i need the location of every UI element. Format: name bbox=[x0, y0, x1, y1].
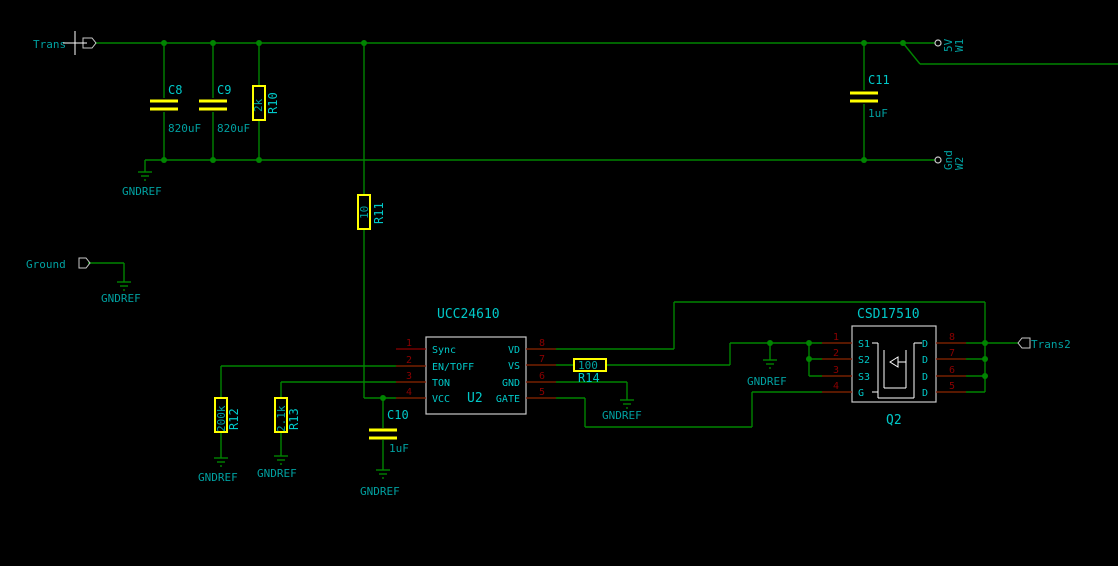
c9-value: 820uF bbox=[217, 122, 250, 135]
c8-ref: C8 bbox=[168, 83, 182, 97]
resistor-r10[interactable]: 2k R10 bbox=[252, 85, 280, 121]
gndref-symbol-5: GNDREF bbox=[360, 469, 400, 498]
gndref-label: GNDREF bbox=[257, 467, 297, 480]
junction-dots bbox=[161, 40, 988, 401]
q2-pin-name: D bbox=[922, 372, 928, 383]
resistor-r13[interactable]: 2.1k R13 bbox=[274, 397, 301, 433]
ic-u2[interactable]: UCC24610 1 2 3 4 Sync EN/TOFF TON VCC 8 … bbox=[396, 307, 556, 415]
r14-value: 100 bbox=[578, 359, 598, 372]
c11-ref: C11 bbox=[868, 73, 890, 87]
u2-pin-num: 5 bbox=[539, 387, 545, 398]
q2-title: CSD17510 bbox=[857, 307, 920, 322]
label-trans[interactable]: Trans bbox=[33, 31, 97, 55]
q2-pin-name: D bbox=[922, 339, 928, 350]
label-trans-text: Trans bbox=[33, 38, 66, 51]
r11-ref: R11 bbox=[372, 202, 386, 224]
u2-title: UCC24610 bbox=[437, 307, 500, 322]
u2-pin-num: 8 bbox=[539, 338, 545, 349]
gndref-label: GNDREF bbox=[747, 375, 787, 388]
top-rail-wires bbox=[95, 42, 1118, 399]
capacitor-c8[interactable]: C8 820uF bbox=[150, 83, 201, 135]
resistor-r12[interactable]: 200k R12 bbox=[214, 397, 241, 433]
gndref-symbol-4: GNDREF bbox=[257, 455, 297, 480]
w2-value: Gnd bbox=[942, 150, 955, 170]
u2-pin-name: VS bbox=[508, 361, 520, 372]
u2-ref: U2 bbox=[467, 391, 483, 406]
gndref-label: GNDREF bbox=[101, 292, 141, 305]
u2-pin-name: VD bbox=[508, 345, 520, 356]
gndref-label: GNDREF bbox=[602, 409, 642, 422]
u2-pin-num: 4 bbox=[406, 387, 412, 398]
u2-pin-num: 3 bbox=[406, 371, 412, 382]
gndref-label: GNDREF bbox=[198, 471, 238, 484]
w1-value: 5V bbox=[942, 38, 955, 52]
gndref-symbol-2: GNDREF bbox=[101, 281, 141, 305]
c10-ref: C10 bbox=[387, 408, 409, 422]
q2-pin-num: 4 bbox=[833, 381, 839, 392]
w2-ref: W2 bbox=[953, 157, 966, 170]
gndref-label: GNDREF bbox=[360, 485, 400, 498]
u2-pin-name: VCC bbox=[432, 394, 450, 405]
r13-value: 2.1k bbox=[275, 405, 288, 432]
gndref-label: GNDREF bbox=[122, 185, 162, 198]
r10-value: 2k bbox=[252, 98, 265, 112]
label-ground-text: Ground bbox=[26, 258, 66, 271]
q2-pin-num: 8 bbox=[949, 332, 955, 343]
r11-value: 10 bbox=[358, 206, 371, 219]
resistor-r14[interactable]: 100 R14 bbox=[573, 358, 607, 385]
q2-pin-num: 3 bbox=[833, 365, 839, 376]
u2-pin-num: 7 bbox=[539, 354, 545, 365]
c9-ref: C9 bbox=[217, 83, 231, 97]
q2-pin-num: 2 bbox=[833, 348, 839, 359]
q2-pin-num: 5 bbox=[949, 381, 955, 392]
r14-ref: R14 bbox=[578, 371, 600, 385]
u2-pin-name: Sync bbox=[432, 345, 456, 356]
gndref-symbol-3: GNDREF bbox=[198, 457, 238, 484]
resistor-r11[interactable]: 10 R11 bbox=[357, 194, 386, 230]
q2-pin-name: S1 bbox=[858, 339, 870, 350]
w1-ref: W1 bbox=[953, 39, 966, 52]
c10-value: 1uF bbox=[389, 442, 409, 455]
u2-pin-num: 2 bbox=[406, 355, 412, 366]
r10-ref: R10 bbox=[266, 92, 280, 114]
capacitor-c11[interactable]: C11 1uF bbox=[850, 73, 890, 120]
q2-pin-num: 1 bbox=[833, 332, 839, 343]
label-trans2[interactable]: Trans2 bbox=[1017, 337, 1071, 351]
r12-ref: R12 bbox=[227, 408, 241, 430]
connector-w1[interactable]: 5V W1 bbox=[934, 38, 966, 52]
r13-ref: R13 bbox=[287, 408, 301, 430]
q2-pin-name: S3 bbox=[858, 372, 870, 383]
gndref-symbol-6: GNDREF bbox=[602, 399, 642, 422]
u2-pin-name: TON bbox=[432, 378, 450, 389]
gndref-symbol-7: GNDREF bbox=[747, 359, 787, 388]
u2-pin-name: GATE bbox=[496, 394, 520, 405]
u2-pin-name: GND bbox=[502, 378, 520, 389]
q2-pin-name: D bbox=[922, 355, 928, 366]
gndref-symbol-1: GNDREF bbox=[122, 171, 162, 198]
c8-value: 820uF bbox=[168, 122, 201, 135]
mosfet-icon bbox=[872, 342, 922, 399]
q2-pin-num: 7 bbox=[949, 348, 955, 359]
q2-pin-name: D bbox=[922, 388, 928, 399]
capacitor-c10[interactable]: C10 1uF bbox=[369, 408, 409, 455]
label-trans2-text: Trans2 bbox=[1031, 338, 1071, 351]
r12-value: 200k bbox=[215, 405, 228, 432]
label-ground[interactable]: Ground bbox=[26, 257, 91, 271]
q2-pin-name: G bbox=[858, 388, 864, 399]
q2-pin-num: 6 bbox=[949, 365, 955, 376]
mosfet-q2[interactable]: CSD17510 1 2 3 4 S1 S2 S3 G 8 7 6 5 D D … bbox=[822, 307, 966, 428]
capacitor-c9[interactable]: C9 820uF bbox=[199, 83, 250, 135]
connector-w2[interactable]: Gnd W2 bbox=[934, 150, 966, 170]
u2-pin-num: 6 bbox=[539, 371, 545, 382]
u2-pin-num: 1 bbox=[406, 338, 412, 349]
c11-value: 1uF bbox=[868, 107, 888, 120]
q2-pin-name: S2 bbox=[858, 355, 870, 366]
u2-pin-name: EN/TOFF bbox=[432, 362, 474, 373]
q2-ref: Q2 bbox=[886, 413, 902, 428]
